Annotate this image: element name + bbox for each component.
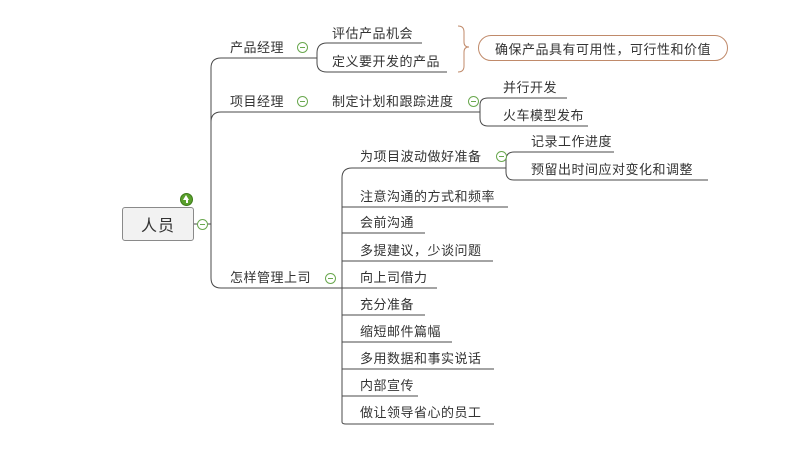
list-item[interactable]: 向上司借力 — [360, 271, 428, 286]
list-item[interactable]: 充分准备 — [360, 298, 415, 313]
list-item[interactable]: 做让领导省心的员工 — [360, 406, 482, 421]
root-label: 人员 — [140, 216, 175, 235]
list-item[interactable]: 多用数据和事实说话 — [360, 352, 482, 367]
list-item[interactable]: 注意沟通的方式和频率 — [360, 190, 496, 205]
collapse-toggle-icon[interactable] — [496, 151, 507, 162]
node-record-progress[interactable]: 记录工作进度 — [531, 135, 613, 150]
branch-product-manager[interactable]: 产品经理 — [230, 41, 285, 56]
node-plan-and-track[interactable]: 制定计划和跟踪进度 — [332, 95, 454, 110]
collapse-toggle-icon[interactable] — [297, 96, 308, 107]
upgrade-arrow-icon[interactable] — [180, 193, 193, 206]
collapse-toggle-icon[interactable] — [297, 42, 308, 53]
collapse-toggle-icon[interactable] — [197, 219, 208, 230]
node-train-release[interactable]: 火车模型发布 — [503, 109, 585, 124]
node-prepare-fluctuation[interactable]: 为项目波动做好准备 — [360, 150, 482, 165]
list-item[interactable]: 多提建议，少谈问题 — [360, 244, 482, 259]
branch-manage-boss[interactable]: 怎样管理上司 — [230, 271, 312, 286]
branch-project-manager[interactable]: 项目经理 — [230, 95, 285, 110]
root-node[interactable]: 人员 — [122, 207, 194, 241]
summary-label: 确保产品具有可用性，可行性和价值 — [494, 42, 711, 58]
node-define-product[interactable]: 定义要开发的产品 — [332, 55, 441, 70]
summary-callout[interactable]: 确保产品具有可用性，可行性和价值 — [478, 35, 728, 61]
list-item[interactable]: 缩短邮件篇幅 — [360, 325, 442, 340]
list-item[interactable]: 会前沟通 — [360, 216, 415, 231]
collapse-toggle-icon[interactable] — [325, 273, 336, 284]
collapse-toggle-icon[interactable] — [468, 96, 479, 107]
node-parallel-dev[interactable]: 并行开发 — [503, 81, 558, 96]
node-reserve-time[interactable]: 预留出时间应对变化和调整 — [531, 163, 694, 178]
list-item[interactable]: 内部宣传 — [360, 379, 415, 394]
node-evaluate-opportunity[interactable]: 评估产品机会 — [332, 27, 414, 42]
